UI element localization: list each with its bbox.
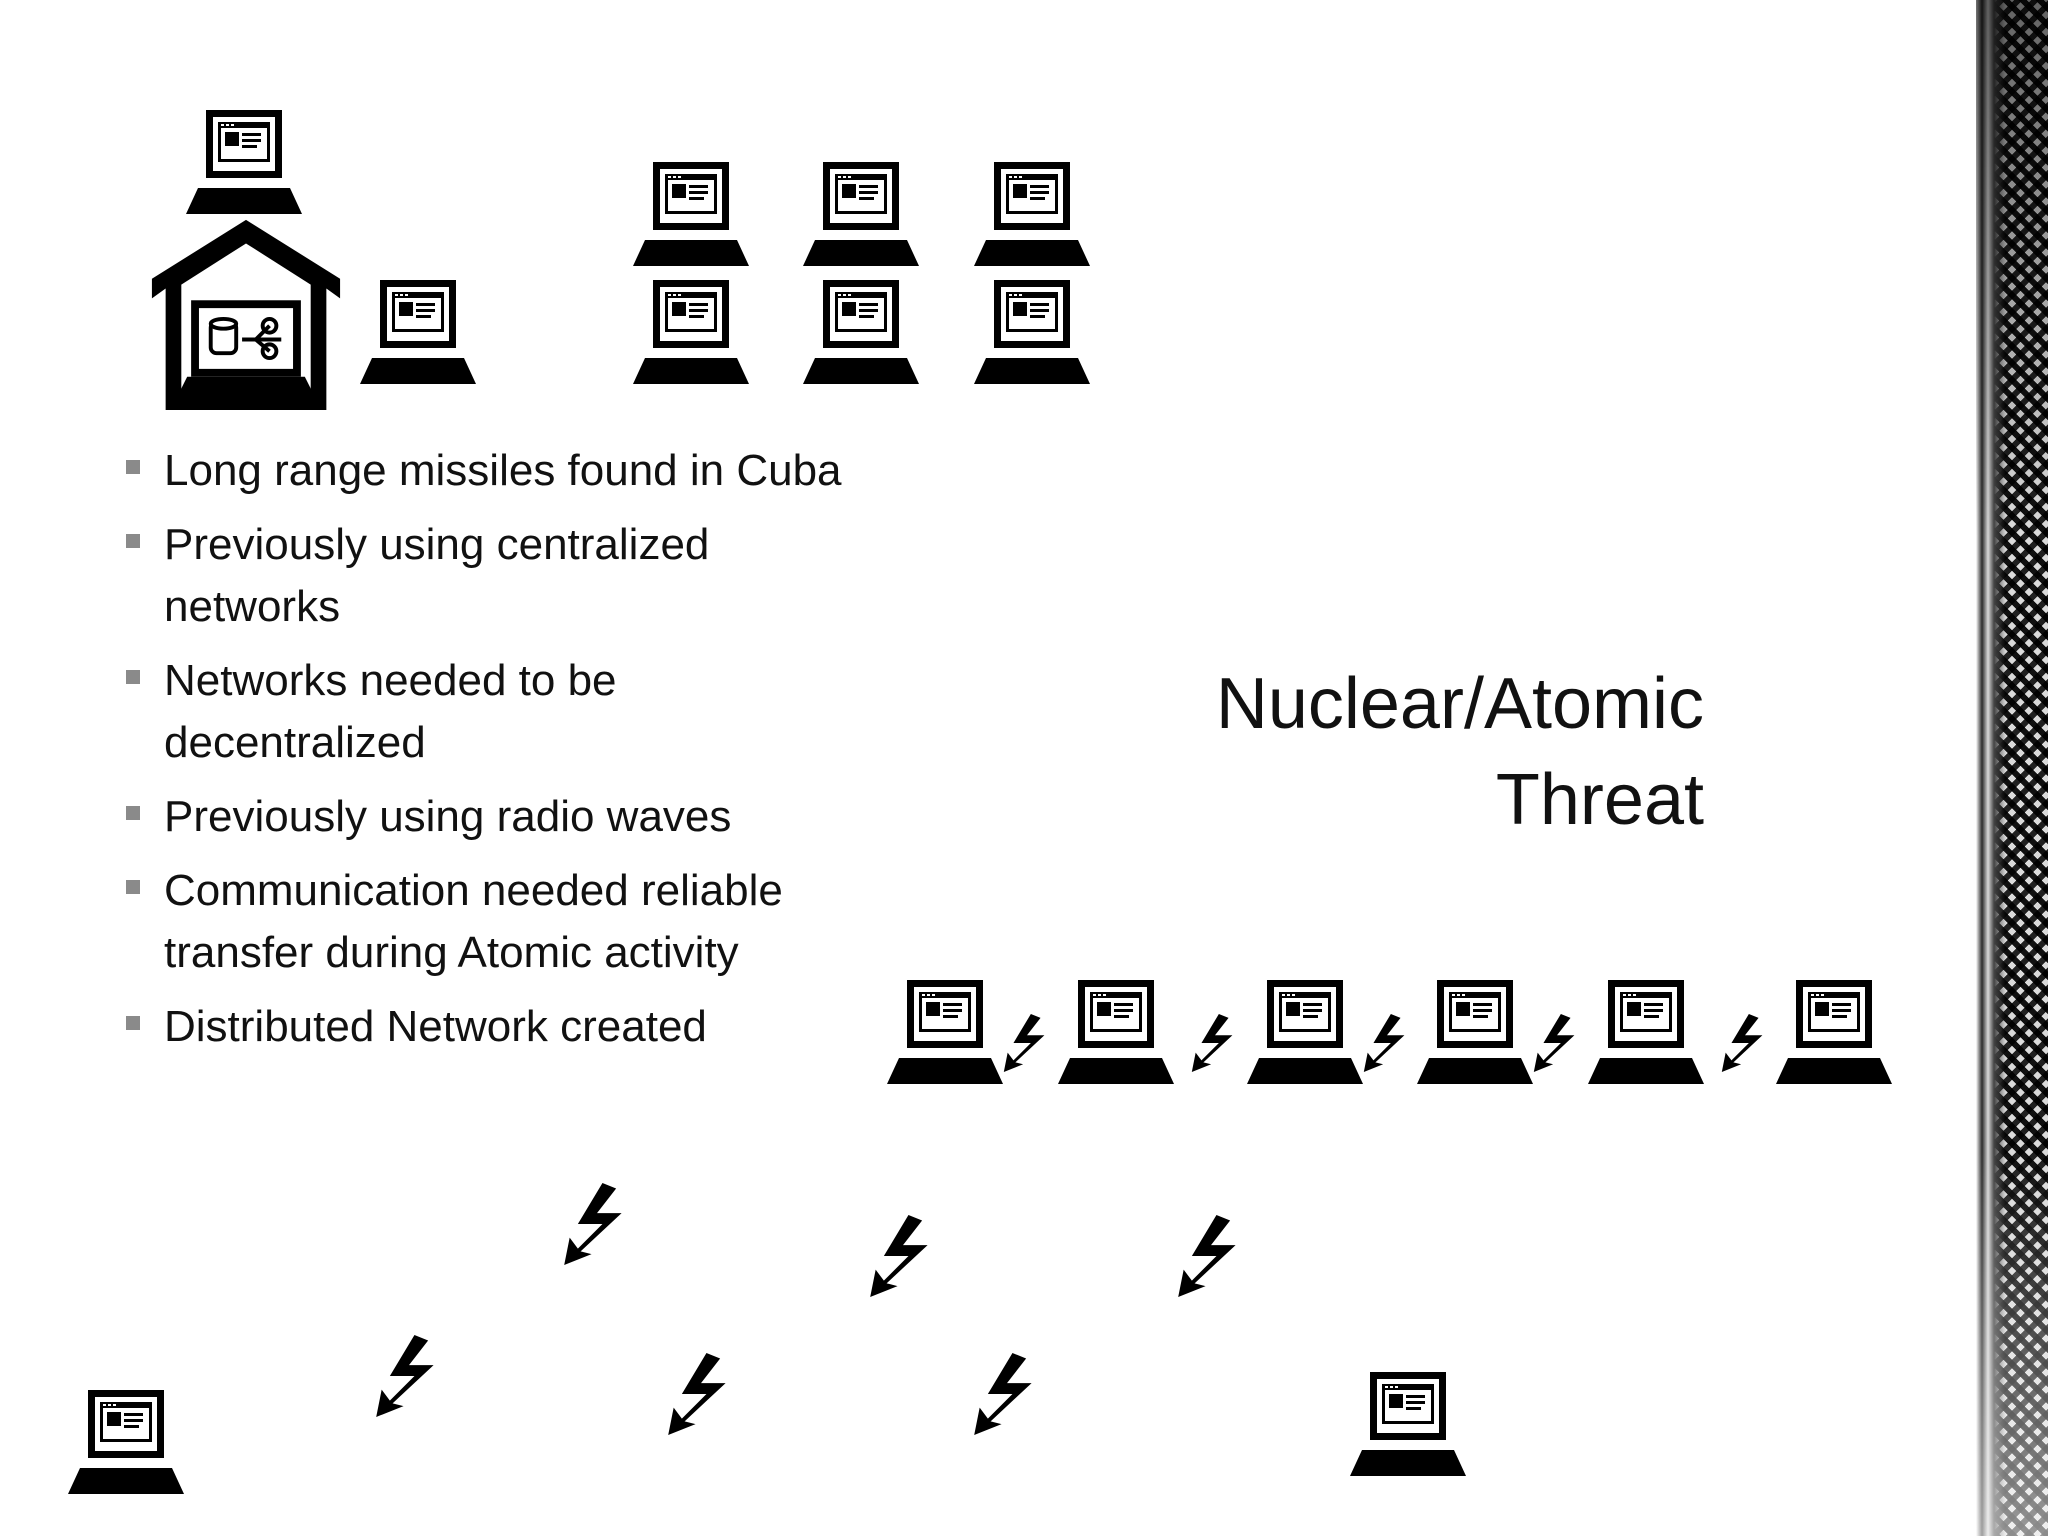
bullet-item: Long range missiles found in Cuba [126,440,886,502]
laptop-computer-icon [885,978,1005,1086]
lightning-bolt-icon [368,1328,450,1424]
laptop-computer-icon [1348,1370,1468,1478]
lightning-bolt-icon [556,1176,638,1272]
lightning-bolt-icon [1170,1208,1252,1304]
lightning-bolt-icon [966,1346,1048,1442]
bullet-item: Previously using radio waves [126,786,886,848]
lightning-bolt-icon [862,1208,944,1304]
lightning-bolt-icon [1716,1012,1774,1074]
laptop-computer-icon [358,278,478,386]
lightning-bolt-icon [1186,1012,1244,1074]
slide-title-line-2: Threat [1495,760,1704,840]
laptop-computer-icon [631,278,751,386]
laptop-computer-icon [801,278,921,386]
bullet-item: Communication needed reliable transfer d… [126,860,884,984]
laptop-computer-icon [1586,978,1706,1086]
lightning-bolt-icon [660,1346,742,1442]
bullet-list: Long range missiles found in Cuba Previo… [126,440,886,1070]
server-house-icon [148,214,344,414]
laptop-computer-icon [972,278,1092,386]
bullet-item: Networks needed to be decentralized [126,650,724,774]
laptop-computer-icon [1056,978,1176,1086]
bullet-item: Previously using centralized networks [126,514,724,638]
laptop-computer-icon [631,160,751,268]
laptop-computer-icon [1415,978,1535,1086]
laptop-computer-icon [801,160,921,268]
bullet-item: Distributed Network created [126,996,886,1058]
lightning-bolt-icon [998,1012,1056,1074]
lightning-bolt-icon [1358,1012,1416,1074]
slide-title-line-1: Nuclear/Atomic [1215,664,1704,744]
slide-title: Nuclear/Atomic Threat [1100,656,1704,848]
laptop-computer-icon [66,1388,186,1496]
lightning-bolt-icon [1528,1012,1586,1074]
decorative-edge-shading [1976,0,2048,1536]
laptop-computer-icon [184,108,304,216]
laptop-computer-icon [1774,978,1894,1086]
laptop-computer-icon [1245,978,1365,1086]
laptop-computer-icon [972,160,1092,268]
